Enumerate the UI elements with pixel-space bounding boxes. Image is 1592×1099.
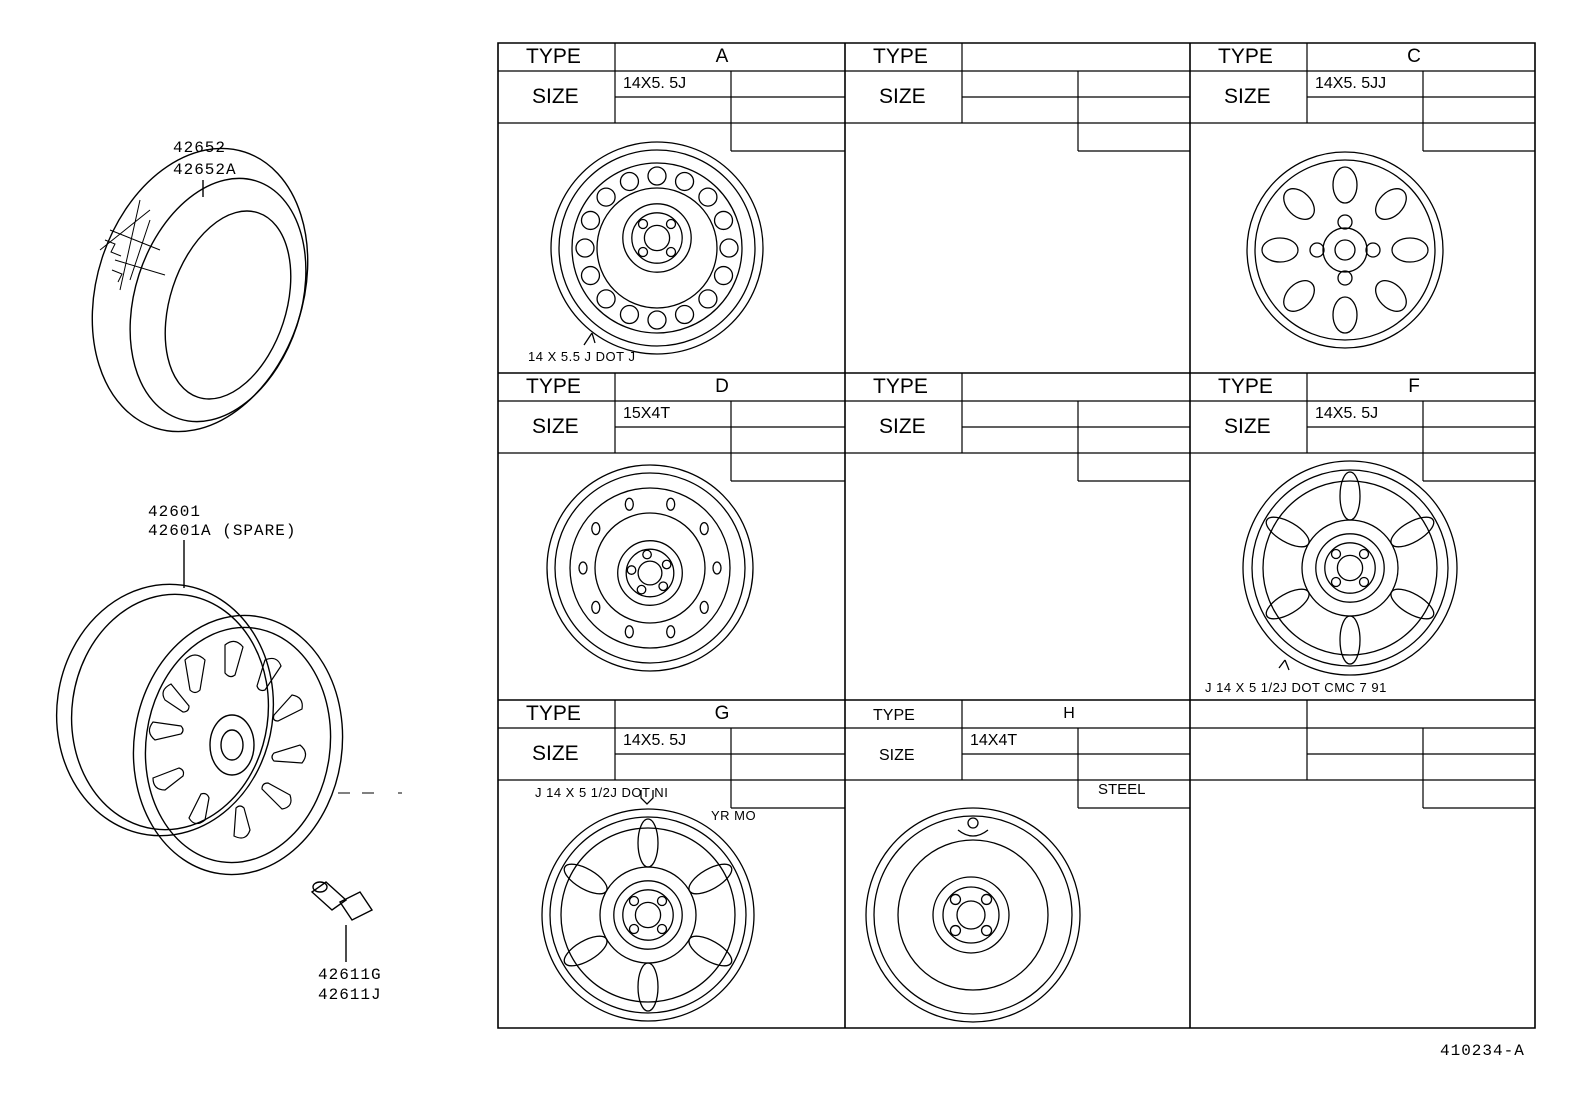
type-label-c: TYPE — [1218, 45, 1273, 68]
type-value-h: H — [1063, 705, 1075, 722]
type-label-f: TYPE — [1218, 375, 1273, 398]
wheel-type-a — [551, 142, 763, 354]
wheel-h-material: STEEL — [1098, 781, 1146, 798]
type-label-h: TYPE — [873, 707, 915, 724]
size-value-c: 14X5. 5JJ — [1315, 75, 1387, 92]
size-value-g: 14X5. 5J — [623, 732, 687, 749]
size-label-b: SIZE — [879, 85, 926, 108]
tire-part-number-alt: 42652A — [173, 161, 237, 179]
type-value-g: G — [714, 703, 730, 724]
wheel-f-stamp-note: J 14 X 5 1/2J DOT CMC 7 91 — [1205, 680, 1387, 695]
size-label-h: SIZE — [879, 747, 915, 764]
type-label-g: TYPE — [526, 702, 581, 725]
tire-drawing — [57, 120, 343, 459]
type-value-c: C — [1407, 46, 1421, 67]
size-label-d: SIZE — [532, 415, 579, 438]
valve-part-number: 42611G — [318, 966, 382, 984]
size-label-g: SIZE — [532, 742, 579, 765]
size-label-f: SIZE — [1224, 415, 1271, 438]
valve-part-number-alt: 42611J — [318, 986, 382, 1004]
size-value-a: 14X5. 5J — [623, 75, 687, 92]
type-value-d: D — [715, 376, 729, 397]
wheel-type-h — [866, 808, 1080, 1022]
wheel-drawing — [41, 540, 360, 888]
size-value-d: 15X4T — [623, 405, 671, 422]
valve-stem-drawing — [312, 882, 372, 962]
size-value-f: 14X5. 5J — [1315, 405, 1379, 422]
type-label-a: TYPE — [526, 45, 581, 68]
tire-part-number: 42652 — [173, 139, 227, 157]
spare-wheel-part-number: 42601A (SPARE) — [148, 522, 297, 540]
wheel-type-c — [1247, 152, 1443, 348]
size-label-e: SIZE — [879, 415, 926, 438]
wheel-g-stamp-note: J 14 X 5 1/2J DOT NI — [535, 785, 669, 800]
type-label-b: TYPE — [873, 45, 928, 68]
type-value-f: F — [1408, 376, 1420, 397]
wheel-type-f — [1243, 461, 1457, 675]
wheel-type-g — [542, 790, 754, 1021]
wheel-type-d — [547, 465, 753, 671]
size-label-a: SIZE — [532, 85, 579, 108]
type-value-a: A — [715, 46, 729, 67]
figure-id: 410234-A — [1440, 1042, 1525, 1060]
size-value-h: 14X4T — [970, 732, 1018, 749]
wheel-part-number: 42601 — [148, 503, 202, 521]
size-label-c: SIZE — [1224, 85, 1271, 108]
wheel-a-stamp-note: 14 X 5.5 J DOT J — [528, 349, 636, 364]
type-label-d: TYPE — [526, 375, 581, 398]
type-label-e: TYPE — [873, 375, 928, 398]
wheel-g-stamp-note-2: YR MO — [711, 808, 757, 823]
